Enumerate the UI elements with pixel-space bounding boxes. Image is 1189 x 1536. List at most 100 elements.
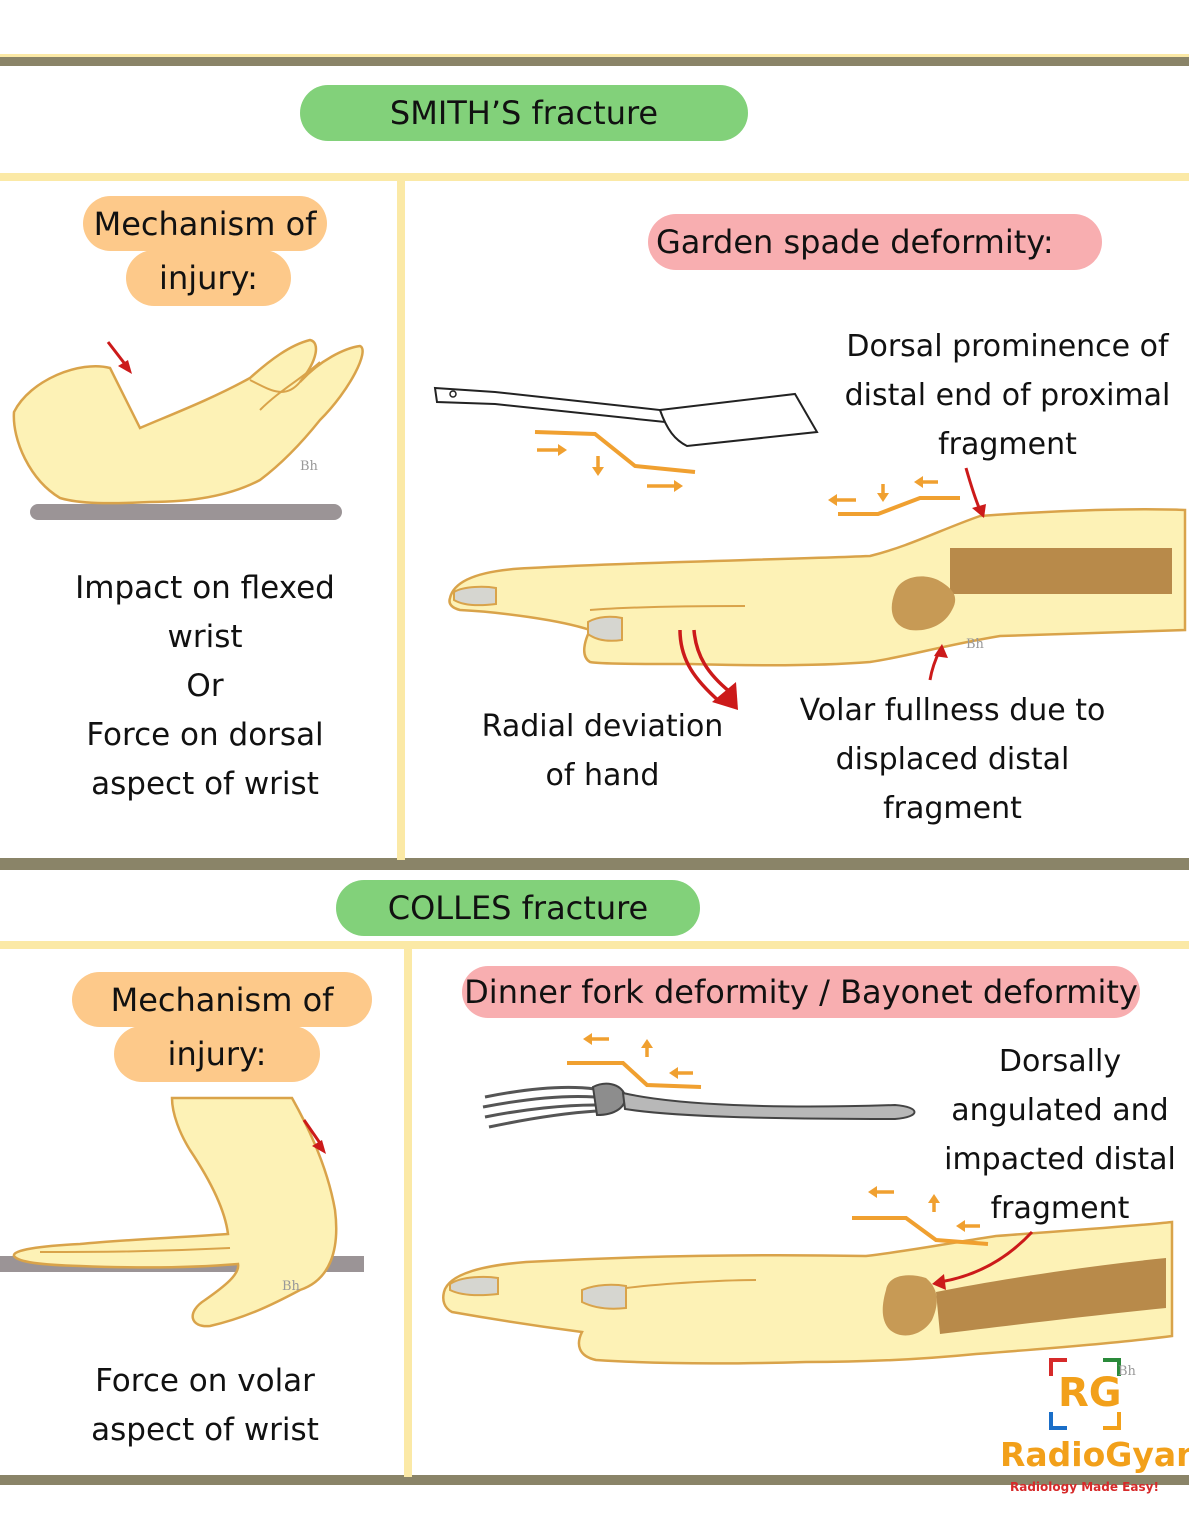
logo-frame [1049, 1358, 1121, 1430]
smith-header-rule [0, 173, 1189, 181]
proximal-bone-fragment [950, 548, 1172, 594]
fork-head [591, 1082, 627, 1117]
finger-nail [587, 615, 623, 642]
smith-mechanism-text: Impact on flexed wrist Or Force on dorsa… [20, 564, 390, 809]
finger-nail [581, 1283, 627, 1310]
smith-volar-line-2: displaced distal [835, 742, 1070, 777]
spade-blade [658, 392, 819, 448]
distal-bone-fragment [891, 576, 956, 631]
impact-arrow [302, 1119, 324, 1147]
colles-red-arrow [939, 1230, 1034, 1284]
radial-red-arrow-1 [678, 629, 722, 704]
smith-volar-line-3: fragment [883, 791, 1022, 826]
colles-mechanism-pill-bottom: injury: [114, 1026, 320, 1082]
logo-mark: RG [1058, 1370, 1122, 1416]
fork-contour-line [567, 1061, 702, 1089]
dinner-fork-illustration [482, 1033, 916, 1129]
proximal-bone-fragment [936, 1258, 1166, 1334]
finger-crease [249, 361, 321, 411]
colles-mechanism-illustration: Bh [0, 1096, 364, 1328]
radial-red-arrowhead [712, 682, 738, 710]
smith-dorsal-line-2: distal end of proximal [844, 378, 1171, 413]
dorsal-arrowhead-2 [877, 493, 889, 502]
colles-column-divider [404, 945, 412, 1477]
spade-handle [433, 386, 667, 424]
distal-bone-fragment [882, 1275, 937, 1336]
logo-signature: Bh [1118, 1364, 1136, 1379]
smith-forearm-illustration: Bh [448, 467, 1187, 710]
colles-mechanism-line-1: Force on volar [95, 1363, 315, 1399]
smith-mechanism-label-line2: injury: [159, 259, 258, 297]
smith-radial-line-2: of hand [545, 758, 660, 793]
fork-handle [621, 1091, 916, 1121]
middle-rule [0, 858, 1189, 870]
colles-title: COLLES fracture [387, 889, 649, 927]
smith-title: SMITH’S fracture [389, 94, 659, 132]
colles-arrowhead-1 [868, 1186, 877, 1198]
handle-hole [449, 390, 457, 398]
top-rule [0, 57, 1189, 66]
colles-dorsal-line-2: angulated and [951, 1093, 1169, 1128]
smith-deformity-pill: Garden spade deformity: [648, 214, 1102, 270]
smith-radial-line-1: Radial deviation [481, 709, 724, 744]
smith-mechanism-line-5: aspect of wrist [91, 766, 319, 802]
colles-dorsal-line-4: fragment [990, 1191, 1130, 1226]
spade-arrowhead-1 [558, 444, 567, 456]
logo-name: RadioGyan [1000, 1435, 1189, 1474]
colles-contour-line [852, 1216, 989, 1246]
smith-dorsal-line-1: Dorsal prominence of [846, 329, 1169, 364]
flexed-hand [12, 338, 364, 505]
fork-arrowhead-1 [583, 1033, 592, 1045]
forearm-outline [442, 1220, 1174, 1365]
dorsal-arrowhead-1 [828, 494, 837, 506]
colles-header-rule [0, 941, 1189, 949]
fork-tines [482, 1085, 598, 1129]
spade-arrowhead-2 [592, 467, 604, 476]
smith-volar-line-1: Volar fullness due to [799, 693, 1106, 728]
smith-mechanism-line-3: Or [186, 668, 224, 704]
colles-mechanism-line-2: aspect of wrist [91, 1412, 319, 1448]
colles-deformity-label: Dinner fork deformity / Bayonet deformit… [464, 973, 1138, 1011]
thumb-nail [449, 1275, 499, 1297]
smith-mechanism-illustration: Bh [12, 338, 364, 520]
bottom-rule [0, 1475, 1189, 1485]
top-rule-light [0, 54, 1189, 57]
smith-column-divider [397, 178, 405, 860]
colles-title-pill: COLLES fracture [336, 880, 700, 936]
colles-dorsal-line-3: impacted distal [944, 1142, 1176, 1177]
finger-line [589, 605, 746, 611]
colles-mechanism-pill-top: Mechanism of [72, 972, 372, 1027]
smith-mechanism-line-1: Impact on flexed [75, 570, 335, 606]
impact-arrowhead [118, 360, 132, 374]
fork-arrowhead-2 [641, 1039, 653, 1048]
colles-mechanism-label-line2: injury: [167, 1035, 267, 1073]
logo-tagline: Radiology Made Easy! [1010, 1480, 1159, 1494]
finger-crease [39, 1247, 231, 1253]
smith-mechanism-pill-top: Mechanism of [83, 196, 327, 251]
garden-spade-illustration [433, 386, 819, 492]
finger-line [625, 1279, 757, 1289]
colles-mechanism-text: Force on volar aspect of wrist [20, 1357, 390, 1455]
spade-arrowhead-3 [674, 480, 683, 492]
smith-mechanism-pill-bottom: injury: [126, 250, 291, 306]
smith-mechanism-label-line1: Mechanism of [93, 204, 317, 243]
spade-contour-line [534, 430, 696, 474]
thumb-nail [453, 585, 497, 607]
fork-arrowhead-3 [669, 1067, 678, 1079]
smith-mechanism-line-4: Force on dorsal [86, 717, 324, 753]
signature-mark: Bh [282, 1279, 301, 1294]
dorsal-red-arrow [964, 467, 982, 511]
colles-mechanism-label-line1: Mechanism of [110, 980, 334, 1019]
signature-mark: Bh [300, 459, 319, 474]
colles-arrowhead-2 [928, 1194, 940, 1203]
extended-hand [12, 1096, 338, 1328]
smith-dorsal-annotation: Dorsal prominence of distal end of proxi… [830, 322, 1185, 469]
impact-arrowhead [312, 1140, 326, 1154]
radial-red-arrow-2 [692, 629, 732, 694]
dorsal-contour-line [838, 496, 960, 516]
colles-arrowhead-3 [956, 1220, 965, 1232]
dorsal-arrowhead-3 [914, 476, 923, 488]
volar-red-arrowhead [934, 644, 948, 658]
signature-mark: Bh [966, 637, 985, 652]
colles-deformity-pill: Dinner fork deformity / Bayonet deformit… [462, 966, 1140, 1018]
